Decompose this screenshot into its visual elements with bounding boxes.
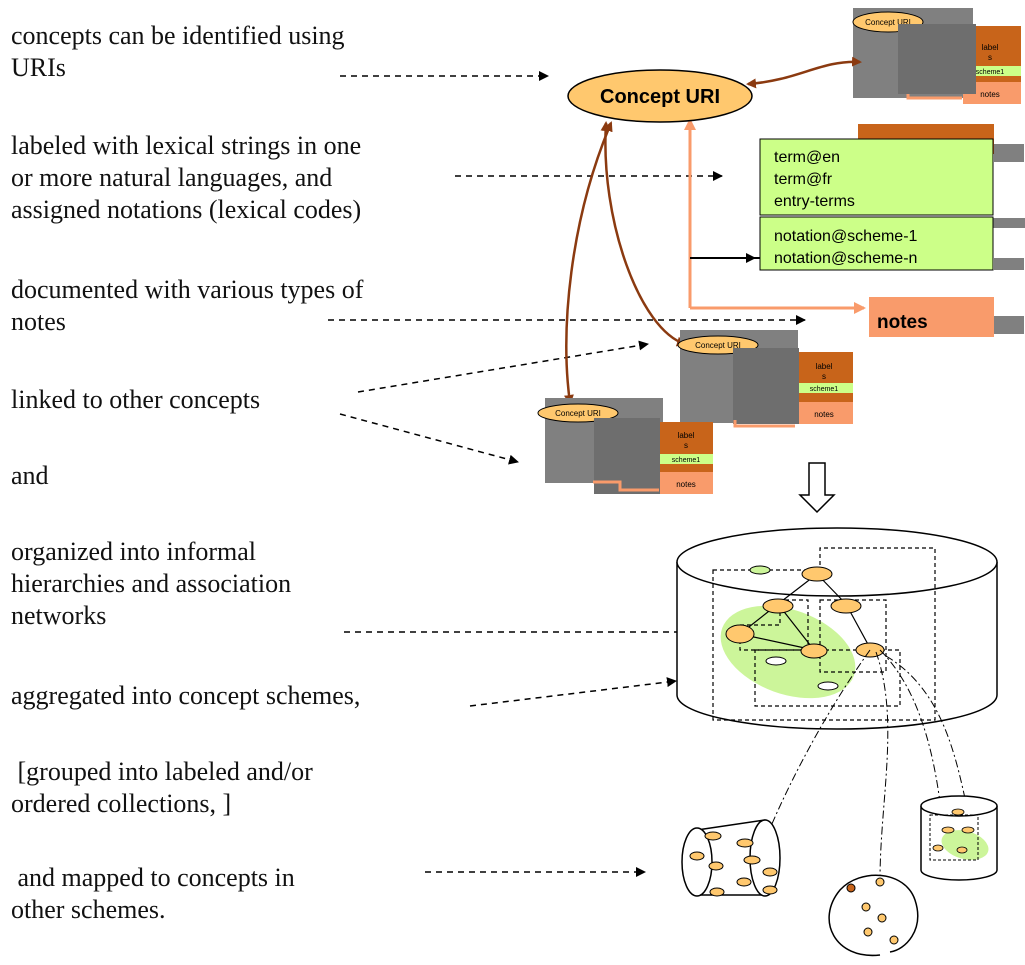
notation-box: notation@scheme-1 notation@scheme-n: [759, 216, 1024, 271]
text-labeled-line1: labeled with lexical strings in one: [11, 131, 362, 160]
small-scheme-bottom: [828, 874, 919, 957]
mini-top-scheme: scheme1: [976, 69, 1005, 76]
mini-card-lower: Concept URI label s scheme1 notes: [537, 398, 713, 494]
concept-uri-node: Concept URI: [567, 69, 753, 123]
mini-mid-concept-label: Concept URI: [695, 341, 741, 350]
notation-scheme-1: notation@scheme-1: [774, 228, 918, 245]
mini-low-concept-label: Concept URI: [555, 409, 601, 418]
labels-box: term@en term@fr entry-terms: [759, 138, 1025, 228]
text-grouped-line2: ordered collections, ]: [11, 789, 232, 818]
property-connectors: [684, 118, 866, 314]
mini-top-concept-label: Concept URI: [865, 18, 911, 27]
text-linked: linked to other concepts: [11, 385, 261, 414]
mini-mid-scheme: scheme1: [810, 386, 839, 393]
mini-top-notes: notes: [980, 90, 1000, 99]
arrow-to-scheme: [469, 677, 677, 707]
labels-term-en: term@en: [774, 149, 840, 166]
text-documented-line2: notes: [11, 307, 66, 336]
text-mapped-line1: and mapped to concepts in: [11, 863, 295, 892]
mini-mid-notes: notes: [814, 410, 834, 419]
small-scheme-right: [920, 795, 998, 881]
text-identified-line1: concepts can be identified using: [11, 21, 345, 50]
arrow-linked-down: [339, 413, 519, 465]
notes-label: notes: [877, 312, 928, 333]
concept-relationships: [563, 56, 862, 405]
mini-mid-labels-1: label: [816, 362, 833, 371]
arrow-linked-up: [357, 340, 649, 393]
text-grouped-line1: [grouped into labeled and/or: [11, 757, 313, 786]
text-labeled-line2: or more natural languages, and: [11, 163, 333, 192]
labels-term-fr: term@fr: [774, 171, 833, 188]
mini-low-labels-2: s: [684, 441, 688, 450]
mini-low-scheme: scheme1: [672, 457, 701, 464]
mini-low-labels-1: label: [678, 431, 695, 440]
text-organized-line1: organized into informal: [11, 537, 257, 566]
notation-scheme-n: notation@scheme-n: [774, 250, 917, 267]
small-scheme-horizontal: [681, 819, 781, 897]
mini-mid-labels-2: s: [822, 372, 826, 381]
labels-entry-terms: entry-terms: [774, 193, 855, 210]
text-mapped-line2: other schemes.: [11, 895, 166, 924]
text-and: and: [11, 461, 49, 490]
text-organized-line2: hierarchies and association: [11, 569, 292, 598]
text-aggregated: aggregated into concept schemes,: [11, 681, 361, 710]
text-organized-line3: networks: [11, 601, 107, 630]
concept-scheme-cylinder: [676, 527, 998, 730]
mini-card-top: Concept URI label s scheme1 notes: [852, 8, 1021, 104]
text-labeled-line3: assigned notations (lexical codes): [11, 195, 362, 224]
mini-low-notes: notes: [676, 480, 696, 489]
concept-uri-label: Concept URI: [600, 86, 720, 108]
text-identified-line2: URIs: [11, 53, 66, 82]
mini-card-middle: Concept URI label s scheme1 notes: [677, 330, 853, 428]
mini-top-labels-2: s: [988, 53, 992, 62]
down-arrow-icon: [798, 462, 836, 514]
text-documented-line1: documented with various types of: [11, 275, 364, 304]
mini-top-labels-1: label: [982, 43, 999, 52]
notes-box: notes: [869, 297, 1024, 337]
